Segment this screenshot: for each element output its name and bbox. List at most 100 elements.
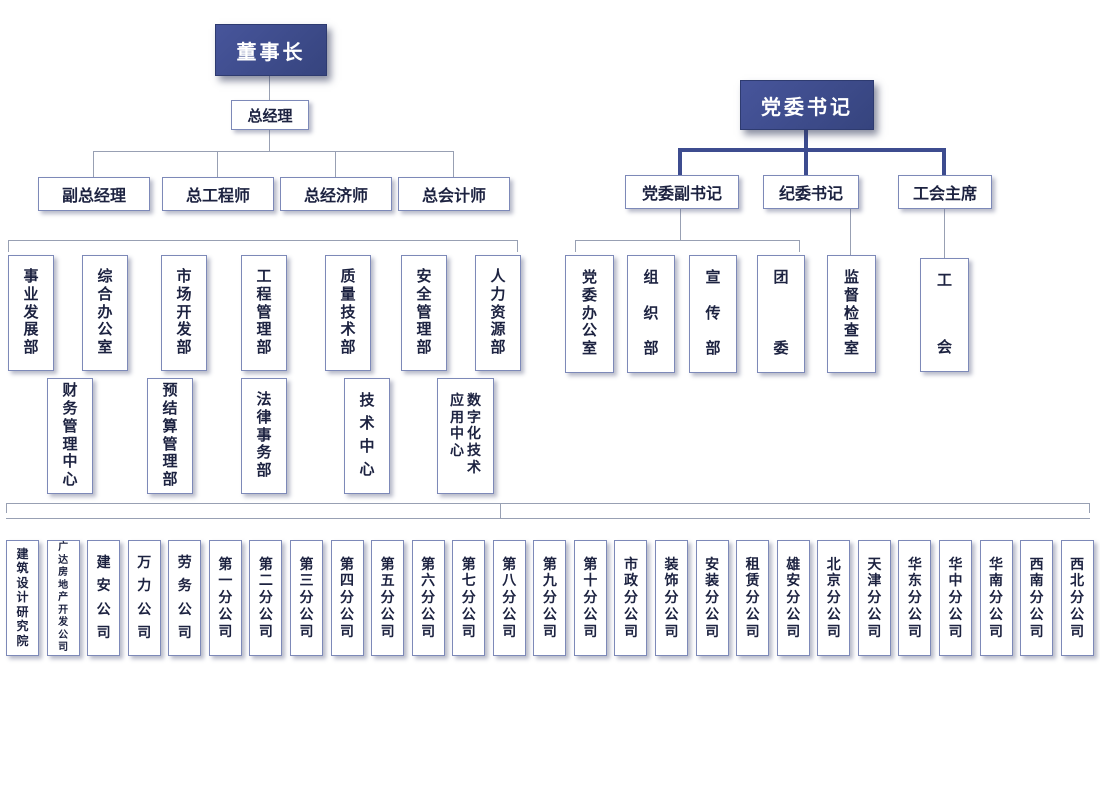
subsidiary-label: 建安公司 — [96, 554, 111, 641]
executive-label: 副总经理 — [61, 188, 126, 205]
deputy-box-discipline-secretary: 纪委书记 — [763, 175, 859, 209]
subsidiary-label: 第三分公司 — [299, 555, 314, 639]
connector-line — [6, 518, 1090, 519]
dept-box-legal-affairs: 法律事务部 — [241, 378, 287, 494]
subsidiary-box: 装饰分公司 — [655, 540, 688, 656]
subsidiary-box: 第三分公司 — [289, 540, 323, 656]
supervision-office-box: 监督检查室 — [827, 255, 876, 373]
party-office-label: 团委 — [773, 269, 789, 358]
subsidiary-box: 西北分公司 — [1060, 540, 1094, 656]
subsidiary-box: 广达房地产开发公司 — [46, 540, 80, 656]
party-secretary-label: 党委书记 — [761, 96, 853, 119]
connector-line — [8, 240, 9, 252]
party-secretary-box: 党委书记 — [740, 80, 874, 130]
subsidiary-label: 西南分公司 — [1029, 555, 1044, 639]
executive-box-chief-economist: 总经济师 — [280, 177, 392, 211]
subsidiary-label: 西北分公司 — [1070, 555, 1085, 639]
subsidiary-label: 第八分公司 — [502, 555, 517, 639]
connector-line — [217, 151, 218, 177]
dept-label: 财务管理中心 — [62, 382, 78, 489]
subsidiary-box: 市政分公司 — [614, 540, 648, 656]
subsidiary-box: 第七分公司 — [452, 540, 486, 656]
subsidiary-label: 北京分公司 — [826, 555, 841, 639]
supervision-office-label: 监督检查室 — [843, 269, 859, 358]
subsidiary-box: 华中分公司 — [938, 540, 972, 656]
subsidiary-label: 装饰分公司 — [664, 555, 679, 639]
connector-line — [269, 128, 270, 151]
party-office-label: 党委办公室 — [581, 269, 597, 358]
subsidiary-label: 广达房地产开发公司 — [58, 542, 69, 654]
executive-label: 总工程师 — [185, 188, 250, 205]
connector-line — [8, 240, 518, 241]
subsidiary-box: 万力公司 — [127, 540, 161, 656]
connector-line — [335, 151, 336, 177]
deputy-box-party-deputy-secretary: 党委副书记 — [625, 175, 739, 209]
connector-line — [93, 151, 454, 152]
dept-box-market-development: 市场开发部 — [161, 255, 207, 371]
connector-line — [575, 240, 800, 241]
subsidiary-box: 西南分公司 — [1020, 540, 1054, 656]
subsidiary-box: 第六分公司 — [411, 540, 445, 656]
dept-label: 事业发展部 — [23, 268, 39, 357]
subsidiaries-row: 建筑设计研究院 广达房地产开发公司 建安公司 万力公司 劳务公司 第一分公司 第… — [6, 540, 1094, 656]
dept-label: 安全管理部 — [416, 268, 432, 357]
subsidiary-box: 北京分公司 — [817, 540, 851, 656]
executive-box-chief-accountant: 总会计师 — [398, 177, 510, 211]
subsidiary-label: 万力公司 — [137, 554, 152, 641]
subsidiary-box: 雄安分公司 — [776, 540, 810, 656]
subsidiary-label: 第九分公司 — [542, 555, 557, 639]
party-office-box-party-office: 党委办公室 — [565, 255, 614, 373]
subsidiary-label: 租赁分公司 — [745, 555, 760, 639]
deputy-box-union-chairman: 工会主席 — [898, 175, 992, 209]
dept-box-finance-center: 财务管理中心 — [47, 378, 93, 494]
dept-box-engineering-management: 工程管理部 — [241, 255, 287, 371]
connector-line — [1089, 503, 1090, 513]
deputy-label: 党委副书记 — [641, 186, 722, 203]
subsidiary-label: 第二分公司 — [258, 555, 273, 639]
connector-line — [269, 74, 270, 100]
executive-label: 总经济师 — [303, 188, 368, 205]
subsidiary-box: 安装分公司 — [695, 540, 729, 656]
connector-line — [500, 503, 501, 518]
deputy-label: 工会主席 — [912, 186, 977, 203]
dept-box-business-development: 事业发展部 — [8, 255, 54, 371]
subsidiary-label: 第五分公司 — [380, 555, 395, 639]
subsidiary-box: 第九分公司 — [533, 540, 567, 656]
subsidiary-label: 华南分公司 — [989, 555, 1003, 639]
executive-box-deputy-gm: 副总经理 — [38, 177, 150, 211]
connector-line — [575, 240, 576, 252]
dept-label: 技术中心 — [359, 392, 375, 479]
subsidiary-box: 第一分公司 — [208, 540, 242, 656]
subsidiary-label: 天津分公司 — [867, 555, 882, 639]
dept-label: 质量技术部 — [340, 268, 356, 357]
subsidiary-label: 建筑设计研究院 — [16, 546, 29, 648]
subsidiary-box: 第二分公司 — [249, 540, 283, 656]
subsidiary-label: 华中分公司 — [948, 555, 963, 639]
subsidiary-box: 华东分公司 — [898, 540, 932, 656]
connector-line — [517, 240, 518, 252]
subsidiary-label: 雄安分公司 — [786, 555, 801, 639]
dept-label: 数字化技术应用中心 — [450, 392, 481, 475]
dept-box-human-resources: 人力资源部 — [475, 255, 521, 371]
subsidiary-label: 华东分公司 — [907, 555, 922, 639]
subsidiary-label: 第六分公司 — [421, 555, 436, 639]
party-office-box-propaganda: 宣传部 — [689, 255, 737, 373]
subsidiary-box: 建安公司 — [87, 540, 121, 656]
subsidiary-box: 天津分公司 — [857, 540, 891, 656]
chairman-label: 董事长 — [236, 41, 306, 64]
subsidiary-box: 第五分公司 — [371, 540, 405, 656]
connector-line — [680, 207, 681, 240]
connector-line-thick — [678, 148, 946, 152]
executive-label: 总会计师 — [421, 188, 486, 205]
subsidiary-box: 劳务公司 — [168, 540, 202, 656]
dept-box-digital-tech-center: 数字化技术应用中心 — [437, 378, 494, 494]
dept-box-safety-management: 安全管理部 — [401, 255, 447, 371]
connector-line-thick — [942, 148, 946, 177]
deputy-label: 纪委书记 — [778, 186, 843, 203]
subsidiary-box: 第八分公司 — [492, 540, 526, 656]
dept-label: 法律事务部 — [256, 391, 272, 480]
dept-box-technology-center: 技术中心 — [344, 378, 390, 494]
connector-line — [93, 151, 94, 177]
connector-line — [850, 207, 851, 255]
